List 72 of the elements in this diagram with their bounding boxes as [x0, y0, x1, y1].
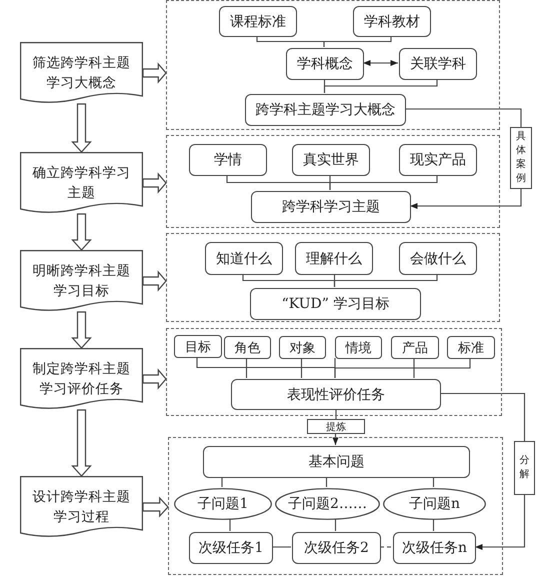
process-box: 对象 — [279, 336, 326, 359]
dashed-panel — [166, 233, 500, 322]
connector-line — [324, 79, 438, 93]
hollow-arrow — [142, 496, 169, 518]
process-box: 情境 — [335, 336, 382, 359]
process-box: “KUD” 学习目标 — [250, 288, 421, 320]
hollow-arrow — [142, 62, 167, 84]
process-box: 跨学科学习主题 — [251, 191, 411, 223]
connector-line — [300, 358, 302, 378]
arrow — [475, 495, 526, 550]
hollow-arrow — [142, 172, 167, 194]
process-box: 基本问题 — [203, 446, 470, 478]
process-box: 目标 — [174, 335, 222, 358]
side-label-box: 分解 — [514, 441, 535, 495]
dashed-panel — [168, 437, 503, 575]
hollow-arrow — [71, 213, 92, 251]
process-box: 知道什么 — [205, 242, 283, 275]
hollow-arrow — [71, 409, 92, 477]
connector-line — [334, 519, 336, 531]
process-box: 现实产品 — [399, 144, 477, 176]
arrow — [332, 434, 339, 445]
connector-line — [221, 477, 223, 487]
ellipse-node: 子问题n — [383, 488, 486, 520]
process-box: 学科概念 — [286, 48, 364, 80]
connector-line — [405, 108, 522, 127]
connector-line — [335, 409, 337, 419]
ellipse-node: 子问题2…… — [275, 488, 380, 520]
connector-line — [440, 392, 526, 441]
connector-line — [229, 519, 231, 531]
process-box: 次级任务2 — [292, 532, 381, 564]
side-label-box: 具体案例 — [510, 127, 532, 189]
process-box: 产品 — [391, 336, 439, 359]
process-box: 学科教材 — [353, 6, 431, 37]
connector-line — [329, 175, 438, 190]
hollow-arrow — [142, 368, 167, 390]
side-label-box: 提炼 — [307, 419, 365, 434]
dashed-panel — [166, 0, 500, 130]
hollow-arrow — [71, 311, 92, 349]
ellipse-node: 子问题1 — [174, 488, 272, 520]
process-box: 标准 — [447, 336, 495, 359]
hollow-arrow — [71, 103, 92, 153]
connector-line — [413, 358, 415, 378]
arrow — [363, 60, 398, 66]
hollow-arrow — [142, 270, 167, 292]
arrow — [410, 189, 522, 210]
connector-line — [334, 274, 438, 287]
process-box: 次级任务n — [393, 532, 476, 564]
process-box: 关联学科 — [399, 48, 477, 80]
process-box: 跨学科主题学习大概念 — [245, 94, 406, 126]
connector-line — [432, 477, 434, 487]
connector-line — [432, 519, 434, 531]
process-box: 课程标准 — [219, 6, 297, 37]
process-box: 角色 — [224, 336, 271, 359]
process-box: 理解什么 — [295, 242, 373, 275]
process-box: 真实世界 — [292, 144, 370, 176]
connector-line — [326, 477, 328, 487]
document-shape: 制定跨学科主题学习评价任务 — [20, 348, 143, 410]
document-shape: 确立跨学科学习主题 — [20, 152, 143, 214]
connector-line — [334, 358, 471, 378]
connector-line — [246, 358, 248, 378]
connector-line — [380, 546, 392, 548]
dashed-panel — [166, 135, 500, 228]
process-box: 会做什么 — [399, 242, 477, 275]
process-box: 学情 — [189, 144, 267, 176]
document-shape: 明晰跨学科主题学习目标 — [20, 250, 143, 312]
process-box: 次级任务1 — [189, 532, 273, 564]
dashed-panel — [166, 328, 502, 416]
document-shape: 筛选跨学科主题学习大概念 — [20, 42, 143, 104]
connector-line — [323, 36, 392, 47]
document-shape: 设计跨学科主题学习过程 — [20, 476, 143, 538]
process-box: 表现性评价任务 — [231, 379, 441, 410]
connector-line — [272, 546, 291, 548]
